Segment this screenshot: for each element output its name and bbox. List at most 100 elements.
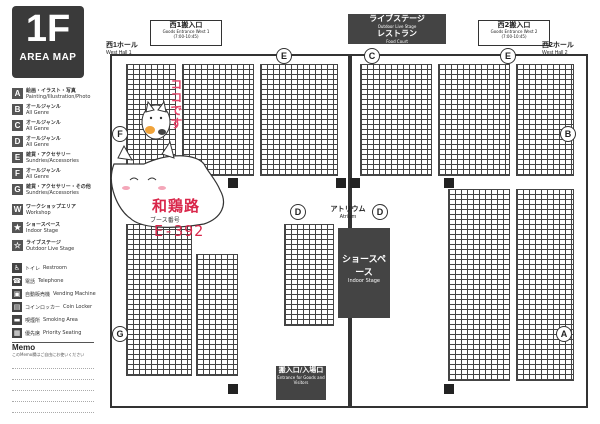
main-entrance: 搬入口/入場口 Entrance for Goods and Visitors bbox=[276, 366, 326, 400]
area-key-c: C bbox=[12, 120, 23, 131]
area-marker-a: A bbox=[556, 326, 572, 342]
facility-label-en: Smoking Area bbox=[43, 317, 78, 323]
booth-block bbox=[126, 224, 192, 376]
facility-label-en: Coin Locker bbox=[63, 304, 93, 310]
area-label: オールジャンル bbox=[26, 104, 61, 110]
facility-label-en: Priority Seating bbox=[43, 330, 82, 336]
facility-smoking: ▬ 喫煙所 Smoking Area bbox=[12, 314, 94, 326]
area-label: オールジャンル bbox=[26, 136, 61, 142]
priority-seat-icon: ▦ bbox=[12, 328, 22, 338]
entrance-west2: 西2搬入口 Goods Entrance West 2 (7:00-10:45) bbox=[478, 20, 550, 46]
show-space-stage: ショースペース Indoor Stage bbox=[338, 228, 390, 318]
facility-label: 優先席 bbox=[25, 330, 41, 337]
show-space-label-en: Indoor Stage bbox=[347, 278, 381, 284]
area-marker-d: D bbox=[290, 204, 306, 220]
pillar bbox=[444, 384, 454, 394]
live-stage-box: ライブステージ Outdoor Live Stage レストラン Food Co… bbox=[348, 14, 446, 44]
area-label-en: All Genre bbox=[26, 126, 49, 132]
facility-label: コインロッカー bbox=[25, 304, 61, 311]
smoking-icon: ▬ bbox=[12, 315, 22, 325]
area-key-f: F bbox=[12, 168, 23, 179]
entrance-hours: (7:00-10:45) bbox=[173, 34, 199, 39]
area-label-en: Outdoor Live Stage bbox=[26, 246, 75, 252]
restaurant-label-en: Food Court bbox=[386, 39, 408, 44]
area-label-en: Sundries/Accessories bbox=[26, 190, 79, 196]
area-key-a: A bbox=[12, 88, 23, 99]
atrium-name: アトリウム bbox=[330, 205, 366, 213]
memo-box: Memo このMemo欄はご自由にお使いください bbox=[12, 342, 94, 423]
hall-label-west1: 西1ホール West Hall 1 bbox=[106, 40, 138, 56]
hall-label-west2: 西2ホール West Hall 2 bbox=[542, 40, 574, 56]
locker-icon: ▤ bbox=[12, 302, 22, 312]
star-icon: ★ bbox=[12, 222, 23, 233]
area-label: ショースペース bbox=[26, 222, 61, 228]
pillar bbox=[228, 178, 238, 188]
main-entrance-label-en: Entrance for Goods and Visitors bbox=[277, 375, 325, 385]
area-marker-e: E bbox=[500, 48, 516, 64]
hall-name-en: West Hall 2 bbox=[542, 50, 568, 56]
hall-name: 西1ホール bbox=[106, 42, 138, 49]
atrium-label: アトリウム Atrium bbox=[318, 204, 378, 220]
booth-block bbox=[284, 224, 334, 326]
area-key-b: B bbox=[12, 104, 23, 115]
booth-block bbox=[196, 254, 238, 376]
area-key-e: E bbox=[12, 152, 23, 163]
circle-name: 和鶏路 bbox=[152, 197, 201, 215]
show-space-label: ショースペース bbox=[342, 255, 386, 278]
live-stage-label-en: Outdoor Live Stage bbox=[377, 24, 417, 29]
facility-label-en: Restroom bbox=[43, 265, 67, 271]
area-marker-f: F bbox=[112, 126, 128, 142]
restaurant-label: レストラン bbox=[377, 29, 417, 38]
cat-icon bbox=[141, 100, 171, 140]
area-label-en: Indoor Stage bbox=[26, 228, 59, 234]
hall-name-en: West Hall 1 bbox=[106, 50, 132, 56]
area-label: 雑貨・アクセサリー・その他 bbox=[26, 184, 91, 190]
area-marker-g: G bbox=[112, 326, 128, 342]
area-label-en: Workshop bbox=[26, 210, 51, 216]
ghost-icon bbox=[110, 140, 225, 228]
area-marker-d: D bbox=[372, 204, 388, 220]
area-label: 絵画・イラスト・写真 bbox=[26, 88, 76, 94]
booth-block bbox=[182, 64, 254, 176]
facility-telephone: ☎ 電話 Telephone bbox=[12, 275, 94, 287]
area-label-en: All Genre bbox=[26, 174, 49, 180]
pillar bbox=[350, 178, 360, 188]
area-key-g: G bbox=[12, 184, 23, 195]
entrance-label: 西1搬入口 bbox=[169, 21, 203, 29]
area-key-d: D bbox=[12, 136, 23, 147]
vending-icon: ▣ bbox=[12, 289, 22, 299]
entrance-label-en: Goods Entrance West 1 bbox=[162, 29, 210, 34]
pillar bbox=[336, 178, 346, 188]
hall-name: 西2ホール bbox=[542, 42, 574, 49]
floor-number: 1F bbox=[25, 8, 71, 50]
area-label-en: Sundries/Accessories bbox=[26, 158, 79, 164]
facility-locker: ▤ コインロッカー Coin Locker bbox=[12, 301, 94, 313]
facility-restroom: ♿ トイレ Restroom bbox=[12, 262, 94, 274]
booth-block bbox=[438, 64, 510, 176]
area-label: 雑貨・アクセサリー bbox=[26, 152, 71, 158]
toilet-icon: ♿ bbox=[12, 263, 22, 273]
entrance-west1: 西1搬入口 Goods Entrance West 1 (7:00-10:45) bbox=[150, 20, 222, 46]
facility-vending: ▣ 自動販売機 Vending Machine bbox=[12, 288, 96, 300]
floor-map: ライブステージ Outdoor Live Stage レストラン Food Co… bbox=[100, 14, 594, 408]
area-label: ワークショップエリア bbox=[26, 204, 77, 210]
main-entrance-label: 搬入口/入場口 bbox=[278, 366, 324, 374]
facility-label: 自動販売機 bbox=[25, 291, 51, 298]
entrance-label: 西2搬入口 bbox=[497, 21, 531, 29]
facility-label: 喫煙所 bbox=[25, 317, 41, 324]
booth-block bbox=[448, 189, 510, 381]
booth-block bbox=[260, 64, 338, 176]
telephone-icon: ☎ bbox=[12, 276, 22, 286]
facility-label: トイレ bbox=[25, 265, 41, 272]
facility-priority-seat: ▦ 優先席 Priority Seating bbox=[12, 327, 94, 339]
facility-label: 電話 bbox=[25, 278, 36, 285]
booth-number-caption: ブース番号 bbox=[150, 217, 180, 224]
